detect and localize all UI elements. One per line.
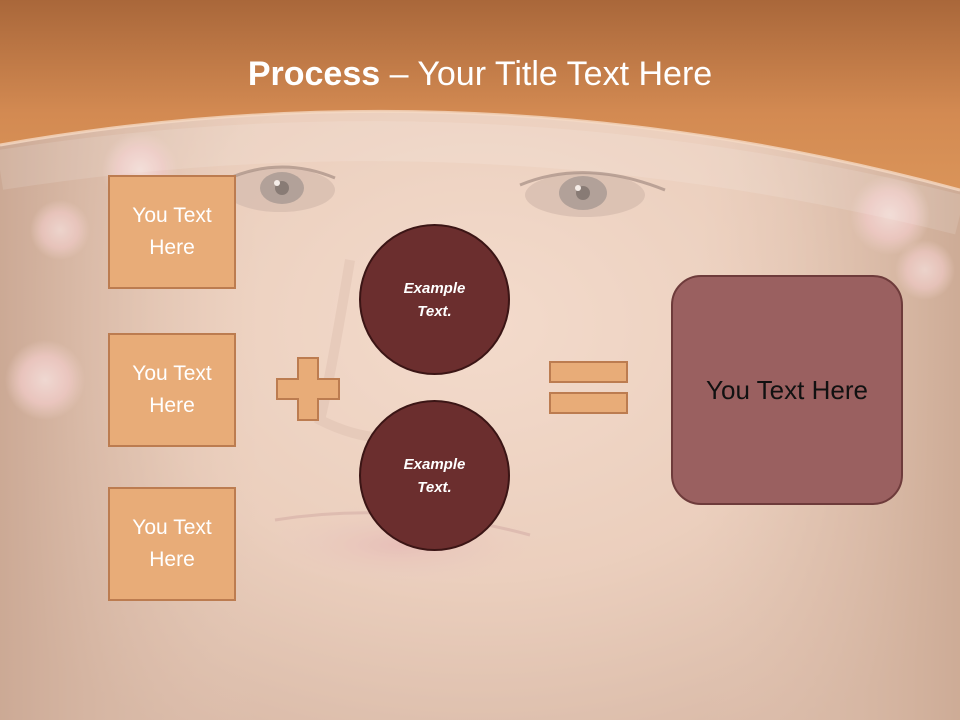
input-box-2[interactable]: You Text Here — [108, 333, 236, 447]
input-box-1[interactable]: You Text Here — [108, 175, 236, 289]
circle-label: Example Text. — [403, 279, 466, 320]
plus-icon — [276, 357, 340, 421]
title-rest: – Your Title Text Here — [380, 55, 713, 93]
input-box-label: You Text Here — [132, 516, 212, 571]
slide-title: Process – Your Title Text Here — [0, 52, 960, 96]
circle-label: Example Text. — [403, 455, 466, 496]
input-box-label: You Text Here — [132, 362, 212, 417]
result-box[interactable]: You Text Here — [671, 275, 903, 505]
example-circle-1[interactable]: Example Text. — [359, 224, 510, 375]
equals-icon — [549, 361, 628, 414]
input-box-label: You Text Here — [132, 204, 212, 259]
input-box-3[interactable]: You Text Here — [108, 487, 236, 601]
title-bold: Process — [247, 55, 381, 93]
result-label: You Text Here — [706, 374, 868, 405]
example-circle-2[interactable]: Example Text. — [359, 400, 510, 551]
